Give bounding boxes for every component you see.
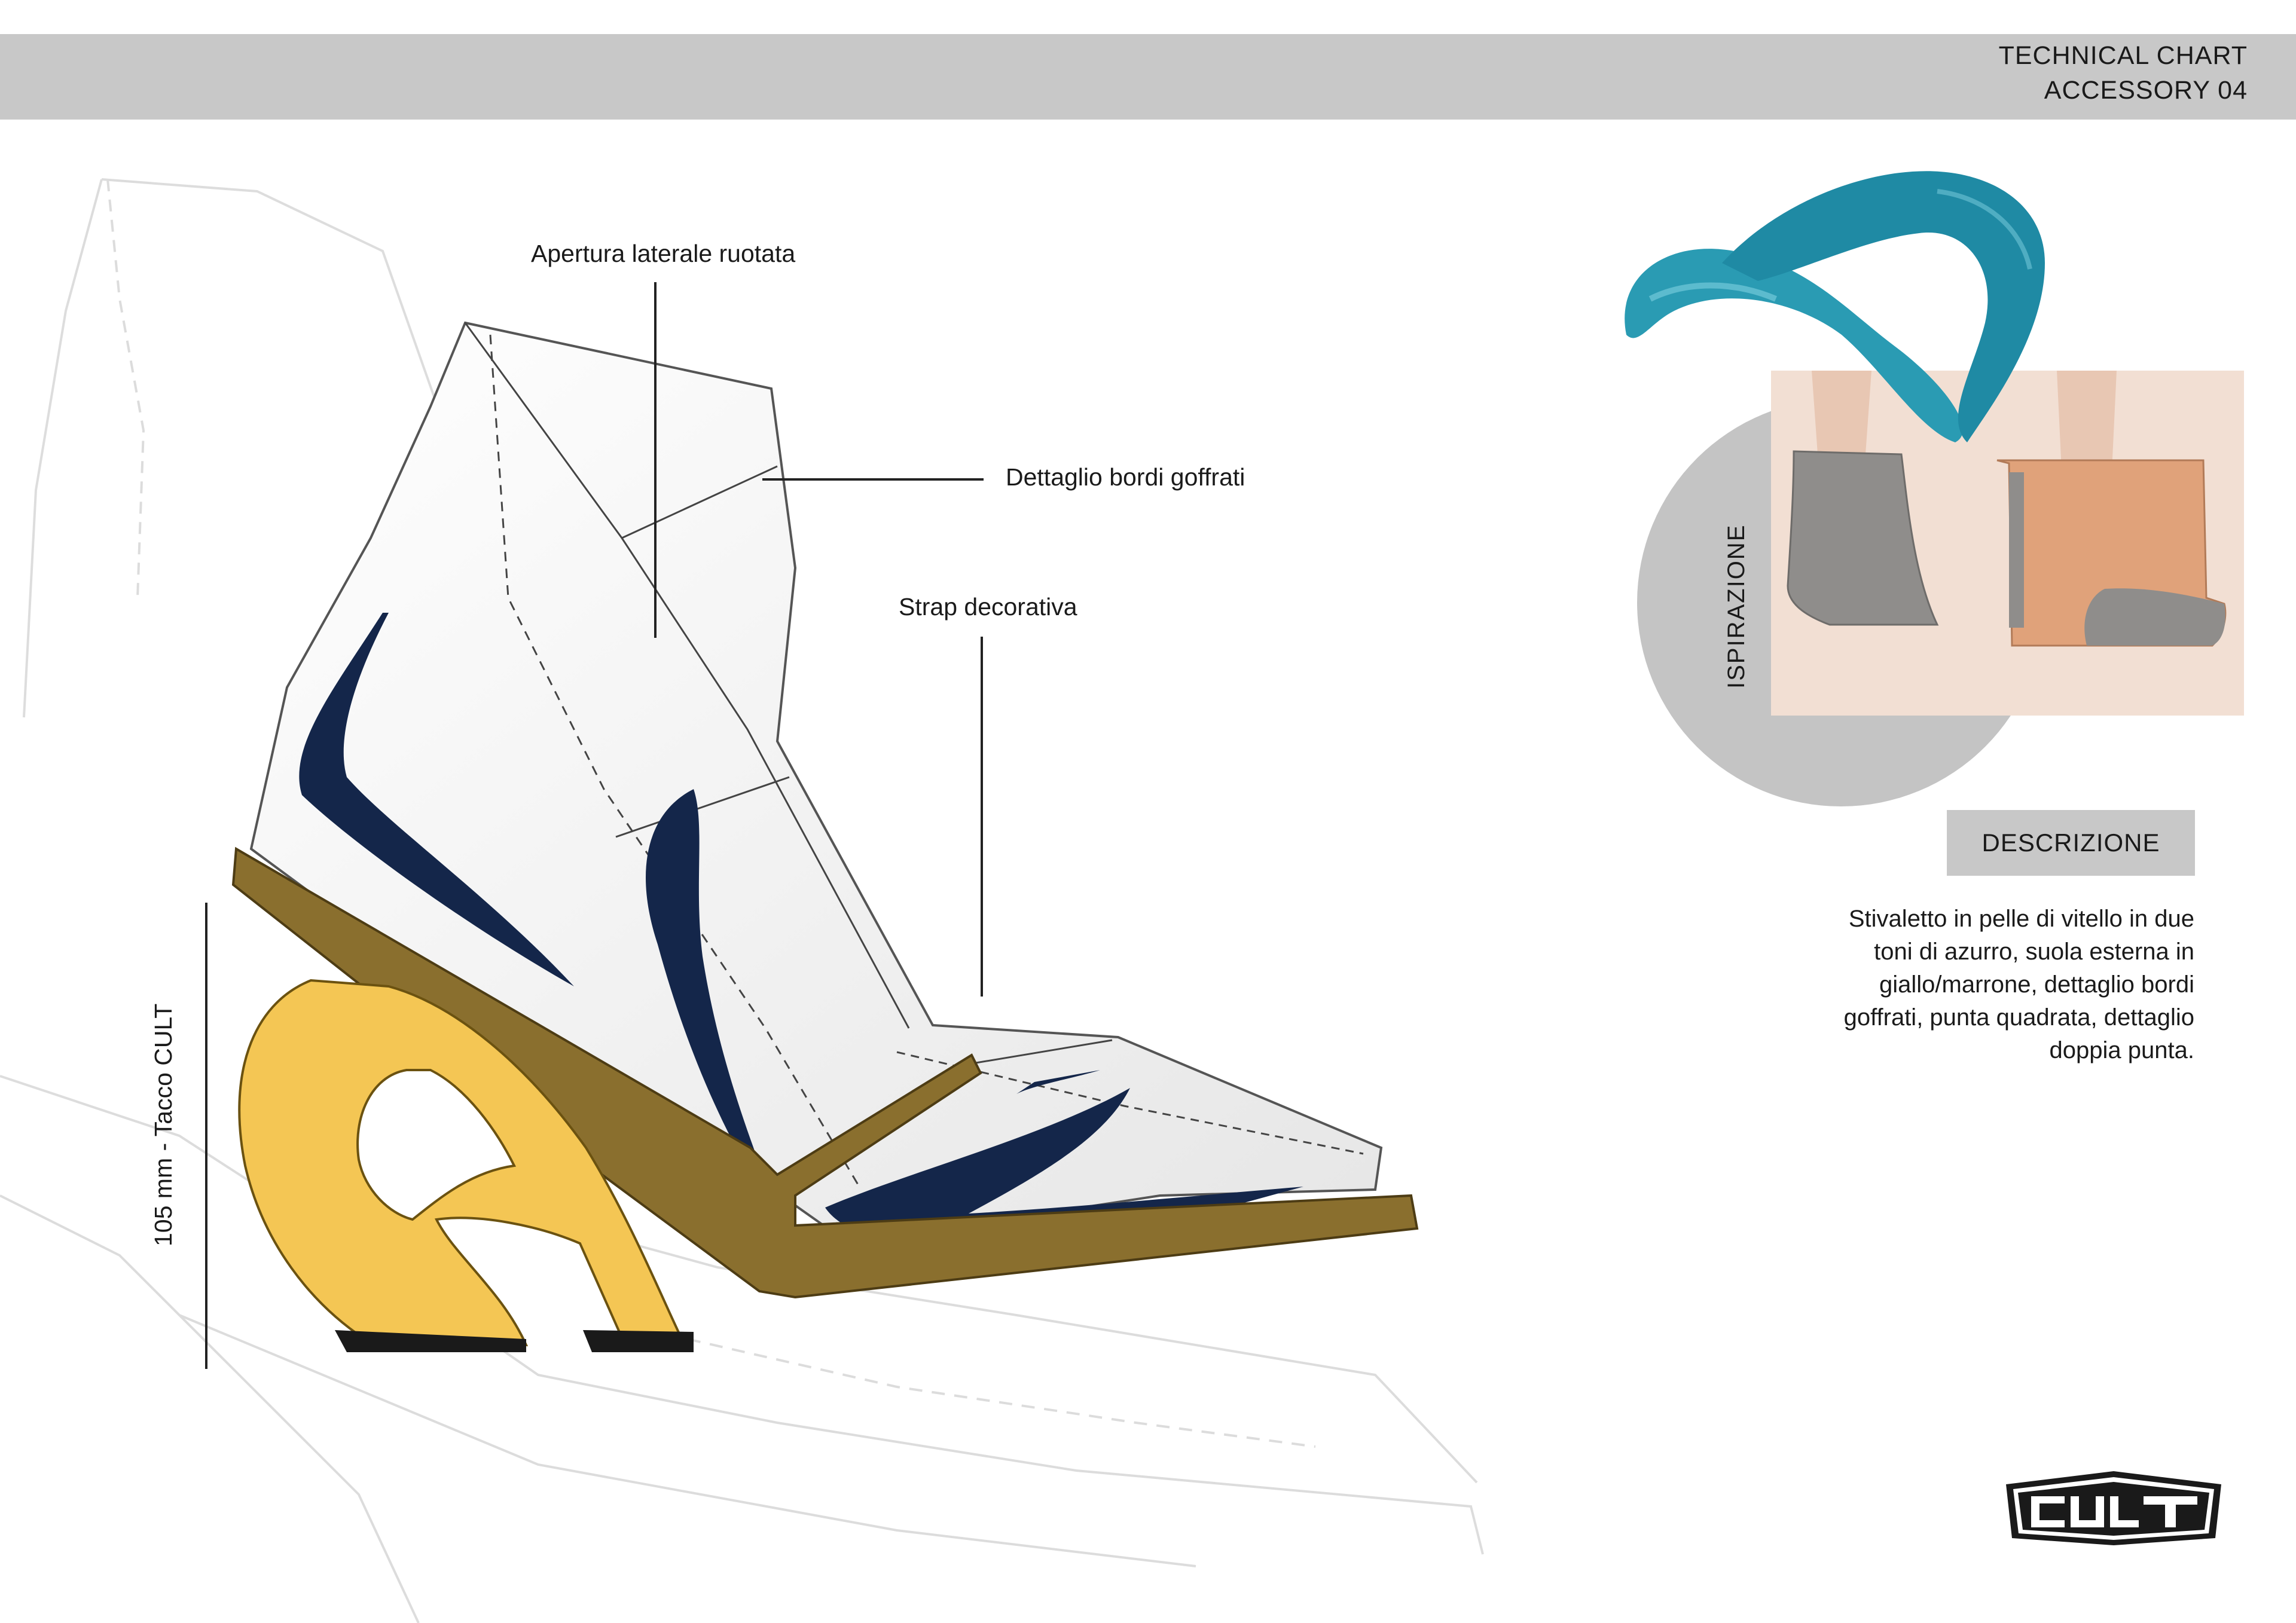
description-text: Stivaletto in pelle di vitello in due to… (1843, 906, 2194, 1063)
shoe-sketch-illustration (0, 178, 1484, 1623)
header-title-line1: TECHNICAL CHART (1998, 41, 2248, 70)
callout-strap-label: Strap decorativa (899, 593, 1077, 621)
callout-apertura-label: Apertura laterale ruotata (531, 240, 796, 267)
inspiration-photo (1625, 171, 2244, 716)
callout-bordi-label: Dettaglio bordi goffrati (1006, 463, 1245, 491)
callout-strap-leader (981, 637, 983, 997)
callout-heel-label: 105 mm - Tacco CULT (149, 1003, 177, 1246)
header-title-line2: ACCESSORY 04 (2044, 76, 2248, 105)
cult-logo (2006, 1471, 2221, 1545)
callout-heel-leader (205, 903, 207, 1369)
callout-bordi-leader (762, 478, 984, 481)
inspiration-label: ISPIRAZIONE (1723, 524, 1750, 689)
header-title: TECHNICAL CHART ACCESSORY 04 (1999, 38, 2248, 108)
callout-apertura-leader (654, 282, 657, 638)
header-band (0, 34, 2296, 120)
description-tag: DESCRIZIONE (1947, 810, 2195, 876)
